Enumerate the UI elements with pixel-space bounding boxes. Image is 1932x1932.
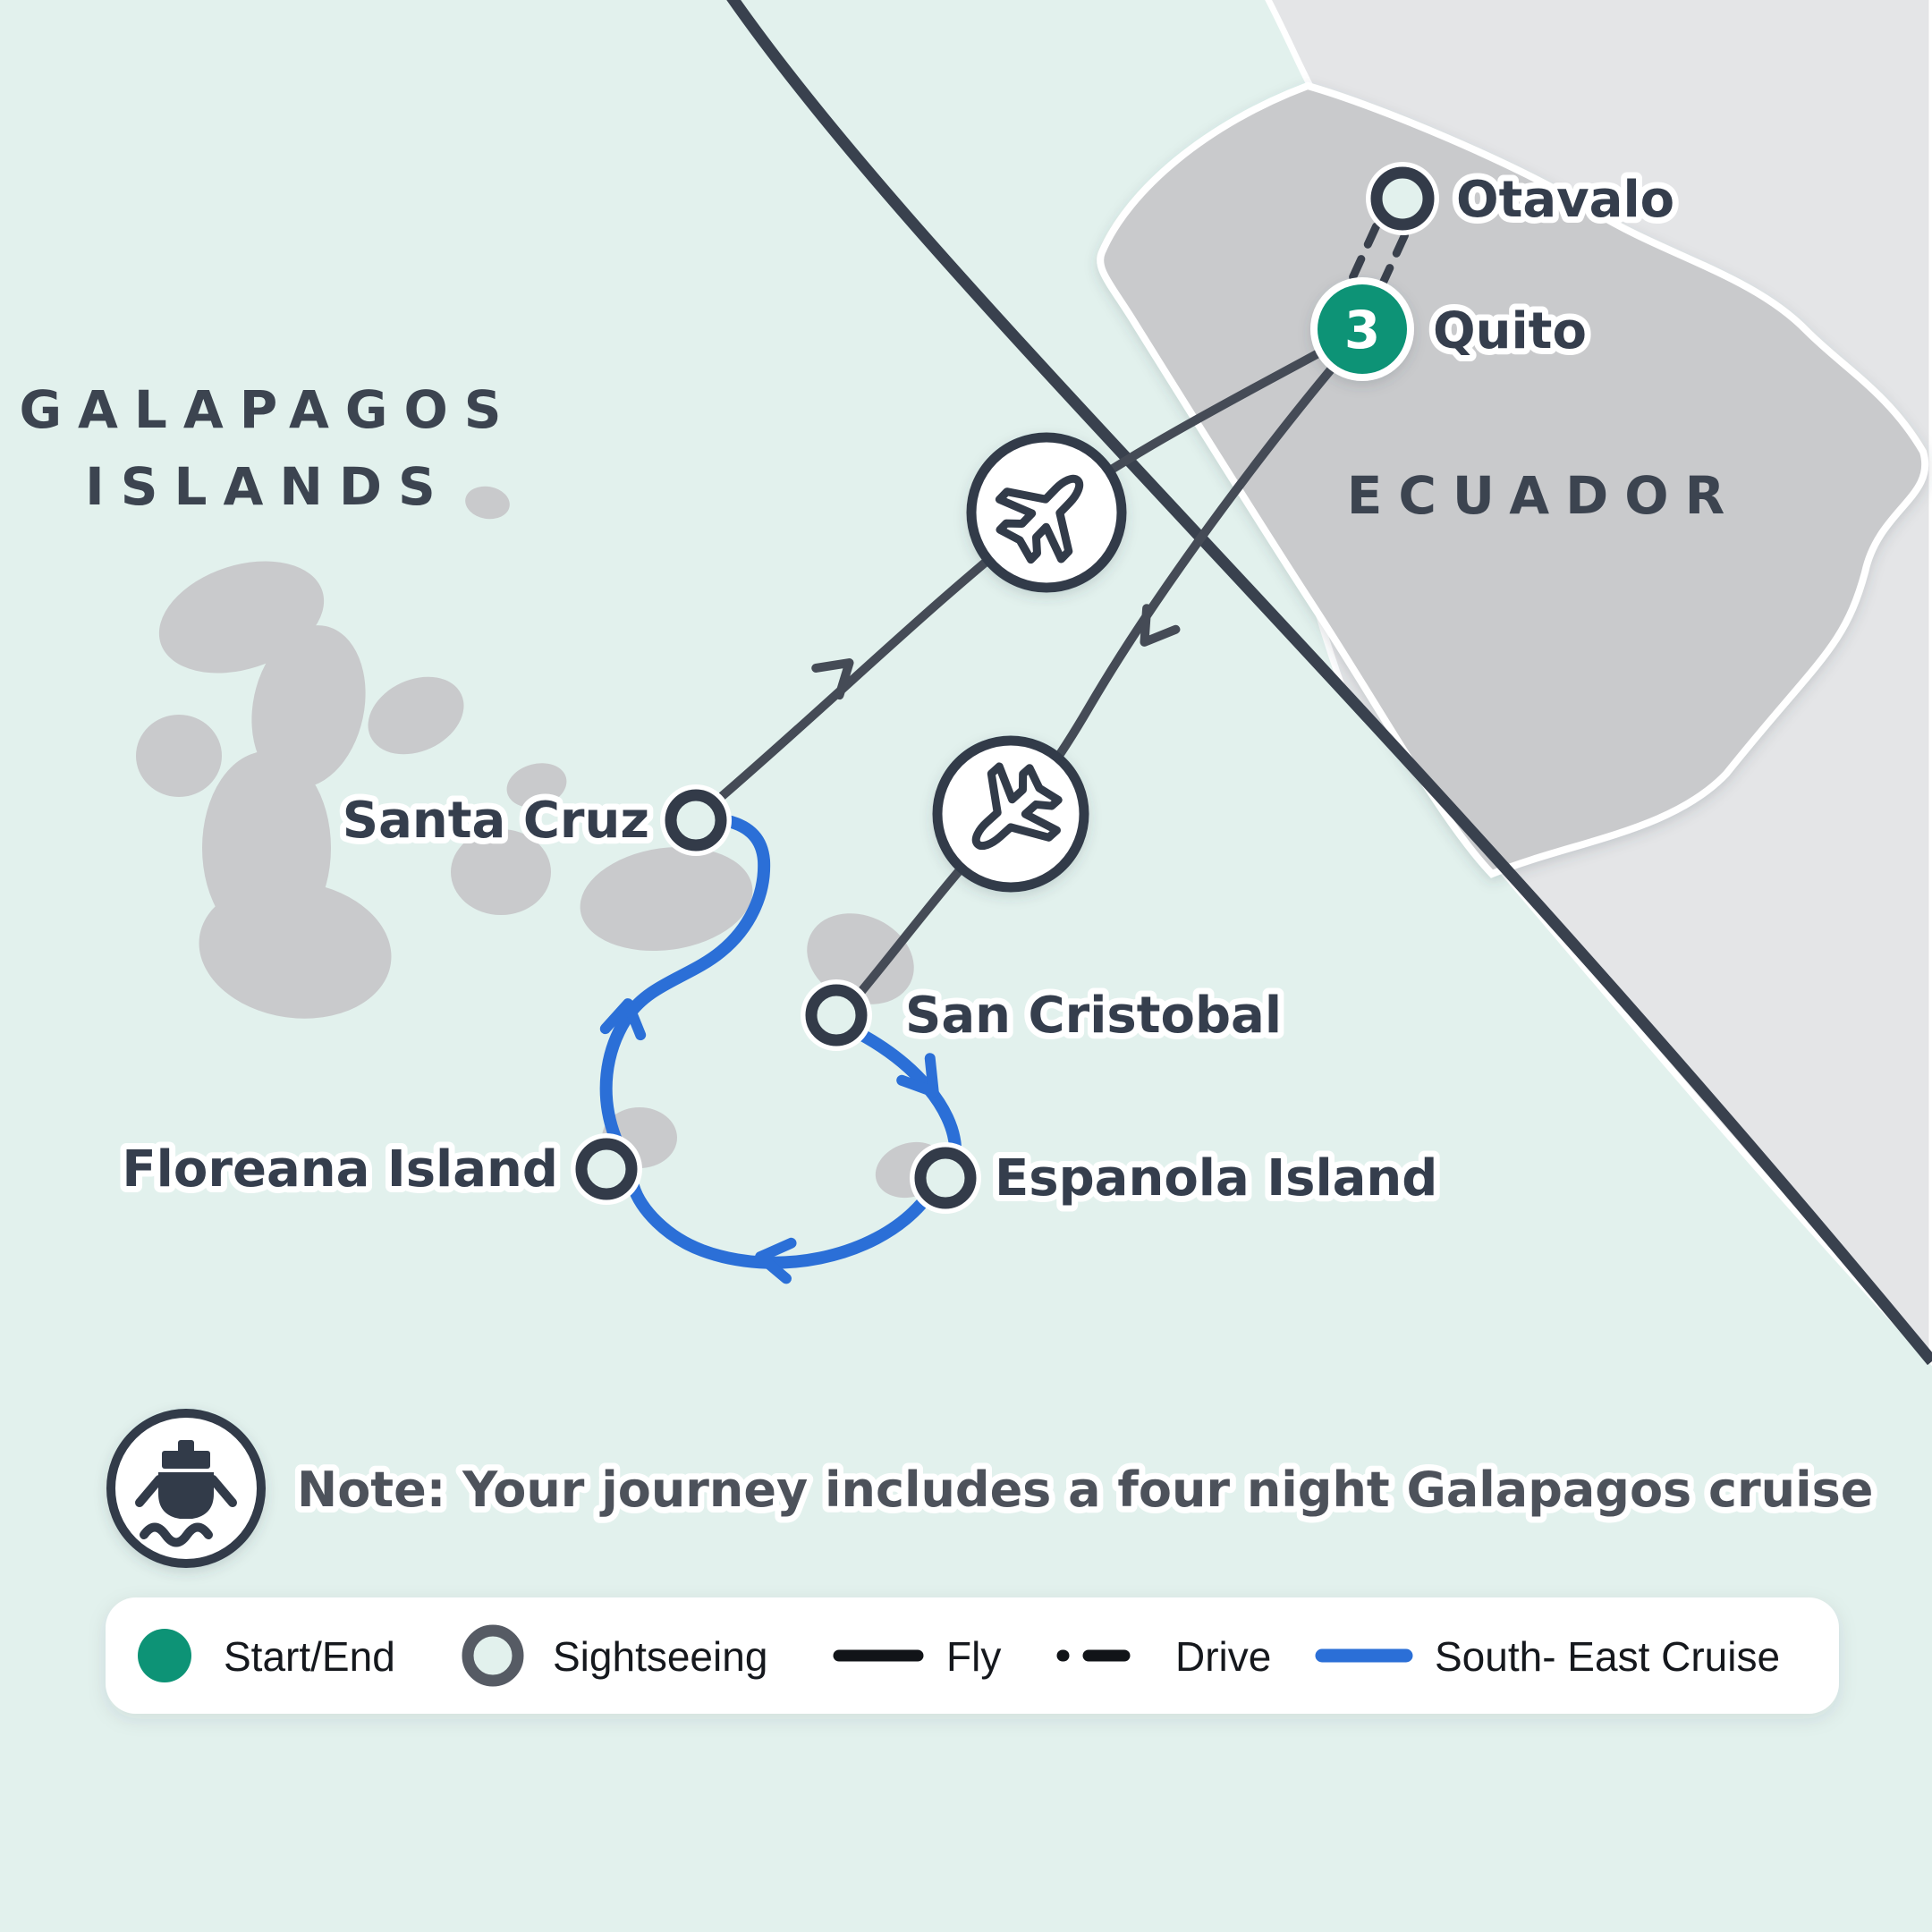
legend-sightseeing: Sightseeing: [553, 1633, 767, 1680]
marker-quito-start-end: 3: [1310, 277, 1414, 381]
sightseeing-swatch: [462, 1624, 524, 1687]
ship-badge: [106, 1409, 266, 1568]
quito-nights-badge: 3: [1344, 300, 1380, 360]
plane-badge-2: [932, 735, 1089, 893]
label-ecuador: ECUADOR: [1347, 465, 1741, 526]
route-arrows: [599, 604, 1181, 1284]
start-end-swatch: [138, 1629, 191, 1682]
label-quito: Quito: [1433, 302, 1587, 360]
cruise-leg-espanola-floreana: [627, 1180, 928, 1269]
fly-route-quito-sancristobal: [850, 335, 1360, 1004]
label-santa-cruz: Santa Cruz: [343, 792, 649, 850]
note-row: Note: Your journey includes a four night…: [106, 1409, 1879, 1568]
marker-otavalo: [1366, 162, 1439, 235]
arrow-to-santacruz: [599, 998, 647, 1041]
ship-icon: [135, 1440, 237, 1547]
ecuador-landmass: [1097, 81, 1929, 878]
sightseeing-markers: [571, 162, 1439, 1214]
marker-santa-cruz: [660, 784, 732, 856]
legend-start-end: Start/End: [224, 1633, 395, 1680]
label-galapagos-line2: ISLANDS: [85, 456, 452, 517]
plane-icon: [971, 762, 1063, 851]
label-san-cristobal: San Cristobal: [905, 987, 1282, 1045]
label-otavalo: Otavalo: [1456, 171, 1674, 229]
plane-badge-1: [966, 432, 1127, 593]
legend-drive: Drive: [1175, 1633, 1271, 1680]
label-espanola: Espanola Island: [995, 1149, 1437, 1208]
marker-espanola: [910, 1142, 981, 1214]
label-floreana: Floreana Island: [122, 1140, 558, 1199]
marker-floreana: [571, 1133, 642, 1205]
legend-fly: Fly: [946, 1633, 1001, 1680]
marker-san-cristobal: [801, 979, 872, 1051]
arrow-to-quito: [811, 658, 854, 700]
arrow-to-espanola: [896, 1053, 939, 1097]
legend-background: [106, 1597, 1839, 1714]
plane-icon: [995, 474, 1084, 564]
arrow-to-floreana: [755, 1237, 797, 1284]
arrow-to-sancristobal: [1140, 604, 1181, 647]
galapagos-islands-shapes: [136, 486, 946, 1199]
cruise-leg-floreana-santacruz: [599, 815, 771, 1144]
legend-cruise: South- East Cruise: [1435, 1633, 1780, 1680]
legend-bar: Start/End Sightseeing Fly Drive South- E…: [106, 1597, 1839, 1714]
label-galapagos-line1: GALAPAGOS: [19, 379, 517, 440]
note-text: Note: Your journey includes a four night…: [297, 1462, 1873, 1518]
